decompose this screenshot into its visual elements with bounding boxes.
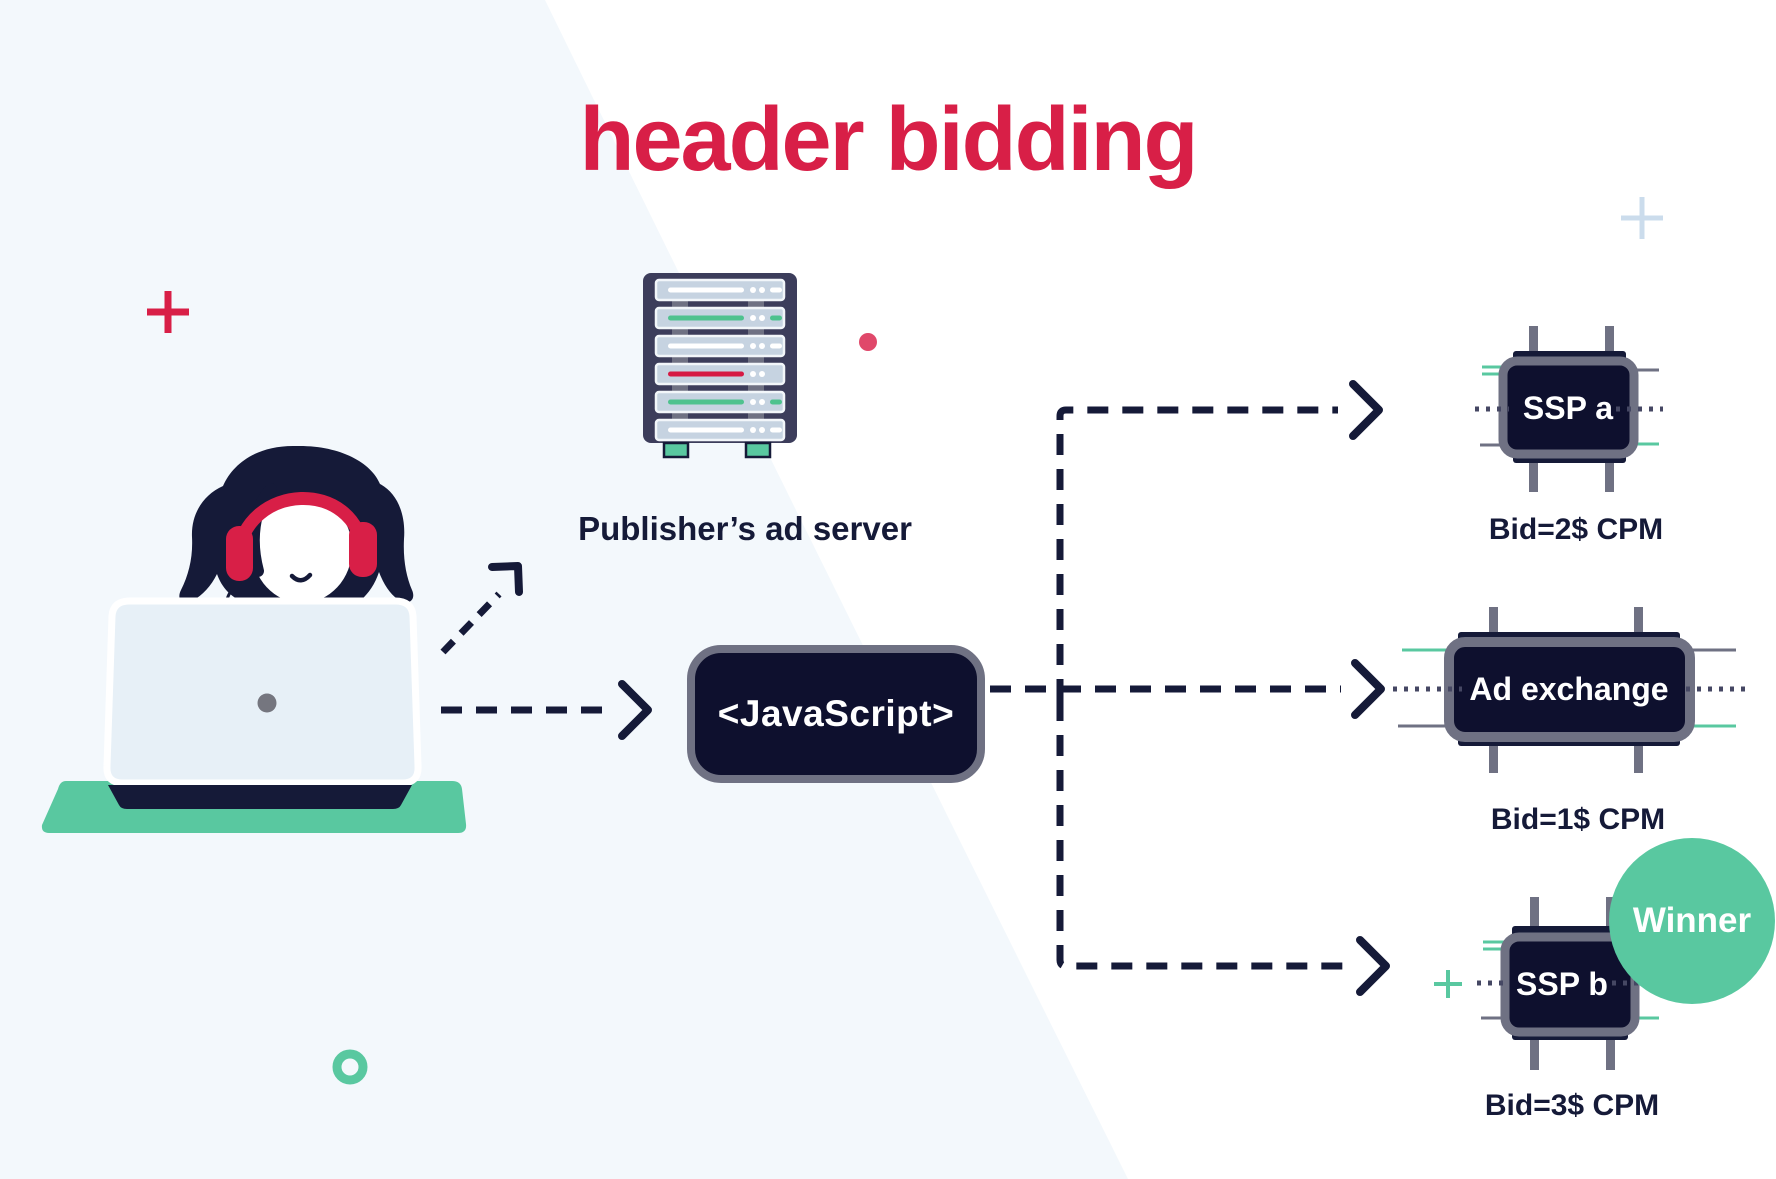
- ssp-a-chip-icon: SSP a: [1498, 326, 1639, 492]
- green-plus-icon: [1434, 970, 1462, 998]
- winner-badge: Winner: [1609, 838, 1775, 1004]
- headphone-cup-left: [226, 526, 253, 581]
- headphone-cup-right: [349, 522, 377, 577]
- javascript-tag-box: <JavaScript>: [687, 645, 985, 783]
- arrow-branch-to-ssp-b: [1056, 700, 1390, 996]
- laptop-keyboard: [108, 785, 412, 809]
- server-slot-lights: [668, 287, 782, 433]
- ssp-a-bid-label: Bid=2$ CPM: [1488, 513, 1664, 546]
- ad-exchange-bid-label: Bid=1$ CPM: [1490, 803, 1666, 836]
- person-at-laptop-illustration: [41, 445, 467, 833]
- arrow-user-to-adserver: [440, 562, 523, 655]
- dotted-connectors: [1393, 406, 1749, 986]
- ad-exchange-chip-icon: Ad exchange: [1444, 607, 1695, 773]
- winner-badge-label: Winner: [1632, 901, 1752, 940]
- green-ring-icon: [332, 1049, 368, 1085]
- blue-plus-icon: [1621, 197, 1663, 239]
- javascript-tag-label: <JavaScript>: [717, 693, 955, 734]
- chip-label: SSP a: [1523, 390, 1613, 426]
- red-dot-icon: [859, 333, 877, 351]
- red-plus-icon: [147, 291, 189, 333]
- arrow-branch-to-ssp-a: [1056, 380, 1383, 700]
- page-title: header bidding: [579, 90, 1198, 190]
- chip-label: Ad exchange: [1469, 671, 1668, 707]
- ssp-b-bid-label: Bid=3$ CPM: [1484, 1089, 1660, 1122]
- server-feet: [662, 441, 772, 459]
- arrow-user-to-javascript: [441, 680, 652, 740]
- background-accent-shape: [0, 0, 1128, 1179]
- laptop-logo-dot: [257, 693, 277, 713]
- laptop-lid: [103, 597, 422, 787]
- ssp-b-chip-icon: SSP b: [1500, 897, 1640, 1070]
- publisher-ad-server-icon: [643, 273, 797, 459]
- publisher-ad-server-label: Publisher’s ad server: [578, 510, 912, 547]
- face: [252, 495, 352, 603]
- smile: [289, 572, 313, 583]
- arrow-javascript-to-adexchange: [990, 659, 1385, 719]
- chip-label: SSP b: [1516, 966, 1608, 1002]
